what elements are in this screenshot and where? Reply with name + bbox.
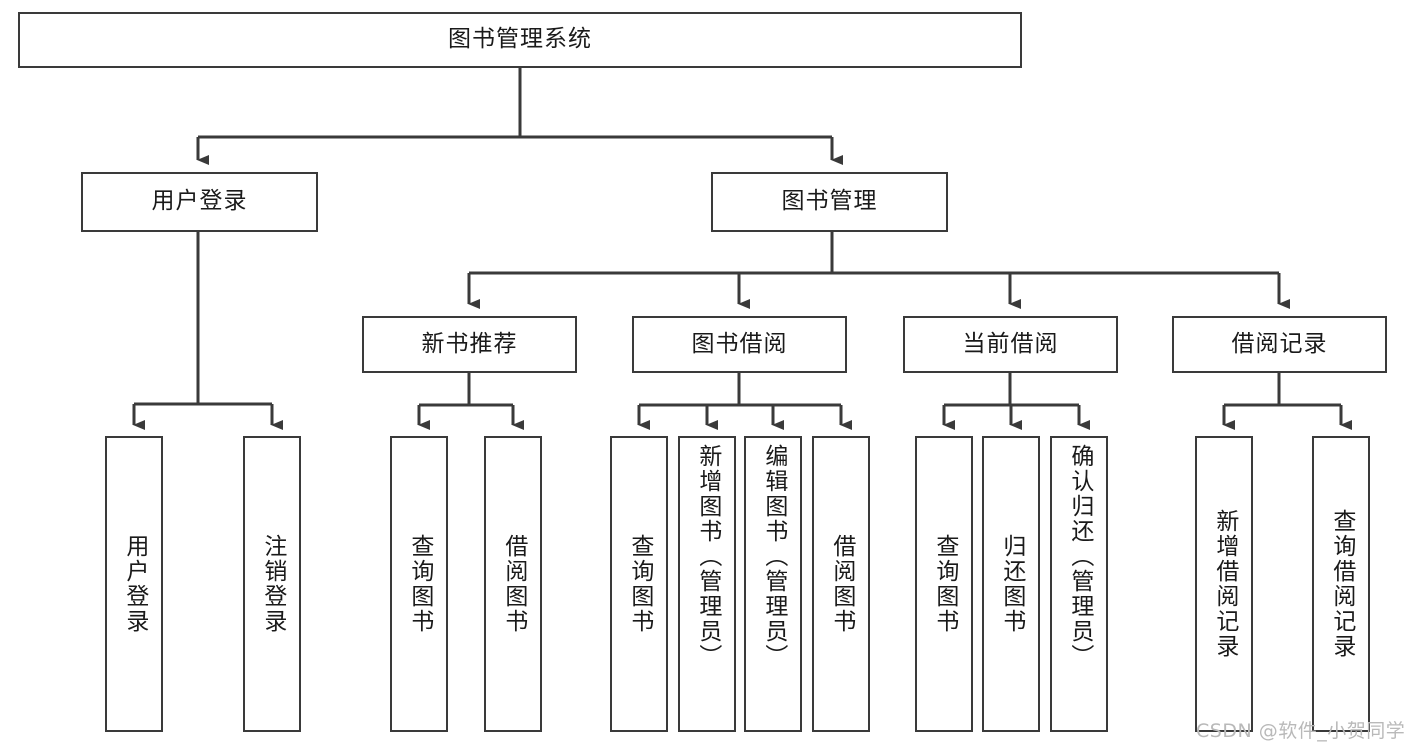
leaf-current-confirm-return-admin[interactable]: 确认归还（管理员） xyxy=(1050,436,1108,732)
node-label: 借阅图书 xyxy=(500,534,527,634)
node-current-borrow[interactable]: 当前借阅 xyxy=(903,316,1118,373)
leaf-current-return-book[interactable]: 归还图书 xyxy=(982,436,1040,732)
node-label: 借阅记录 xyxy=(1231,330,1328,357)
node-root-system[interactable]: 图书管理系统 xyxy=(18,12,1022,68)
node-label: 新书推荐 xyxy=(421,330,518,357)
node-label: 用户登录 xyxy=(121,534,148,634)
node-borrow-record[interactable]: 借阅记录 xyxy=(1172,316,1387,373)
node-user-login[interactable]: 用户登录 xyxy=(81,172,318,232)
leaf-current-query-book[interactable]: 查询图书 xyxy=(915,436,973,732)
node-label: 确认归还（管理员） xyxy=(1066,444,1093,669)
node-label: 注销登录 xyxy=(259,534,286,634)
leaf-recommend-borrow-book[interactable]: 借阅图书 xyxy=(484,436,542,732)
node-label: 图书管理 xyxy=(781,188,878,215)
node-new-book-recommend[interactable]: 新书推荐 xyxy=(362,316,577,373)
leaf-user-login-login[interactable]: 用户登录 xyxy=(105,436,163,732)
node-label: 编辑图书（管理员） xyxy=(760,444,787,669)
leaf-borrow-add-book-admin[interactable]: 新增图书（管理员） xyxy=(678,436,736,732)
node-label: 归还图书 xyxy=(998,534,1025,634)
leaf-recommend-query-book[interactable]: 查询图书 xyxy=(390,436,448,732)
node-label: 新增图书（管理员） xyxy=(694,444,721,669)
node-label: 图书管理系统 xyxy=(448,26,592,53)
leaf-borrow-edit-book-admin[interactable]: 编辑图书（管理员） xyxy=(744,436,802,732)
node-label: 当前借阅 xyxy=(962,330,1059,357)
node-label: 查询图书 xyxy=(406,534,433,634)
node-book-borrow[interactable]: 图书借阅 xyxy=(632,316,847,373)
leaf-borrow-borrow-book[interactable]: 借阅图书 xyxy=(812,436,870,732)
node-label: 查询图书 xyxy=(931,534,958,634)
node-label: 图书借阅 xyxy=(691,330,788,357)
node-label: 新增借阅记录 xyxy=(1211,509,1238,659)
leaf-record-query-record[interactable]: 查询借阅记录 xyxy=(1312,436,1370,732)
leaf-record-add-record[interactable]: 新增借阅记录 xyxy=(1195,436,1253,732)
node-label: 查询图书 xyxy=(626,534,653,634)
node-label: 查询借阅记录 xyxy=(1328,509,1355,659)
leaf-borrow-query-book[interactable]: 查询图书 xyxy=(610,436,668,732)
leaf-user-login-logout[interactable]: 注销登录 xyxy=(243,436,301,732)
node-book-management[interactable]: 图书管理 xyxy=(711,172,948,232)
watermark-credit: CSDN @软件_小贺同学 xyxy=(1196,720,1405,742)
node-label: 借阅图书 xyxy=(828,534,855,634)
node-label: 用户登录 xyxy=(151,188,248,215)
